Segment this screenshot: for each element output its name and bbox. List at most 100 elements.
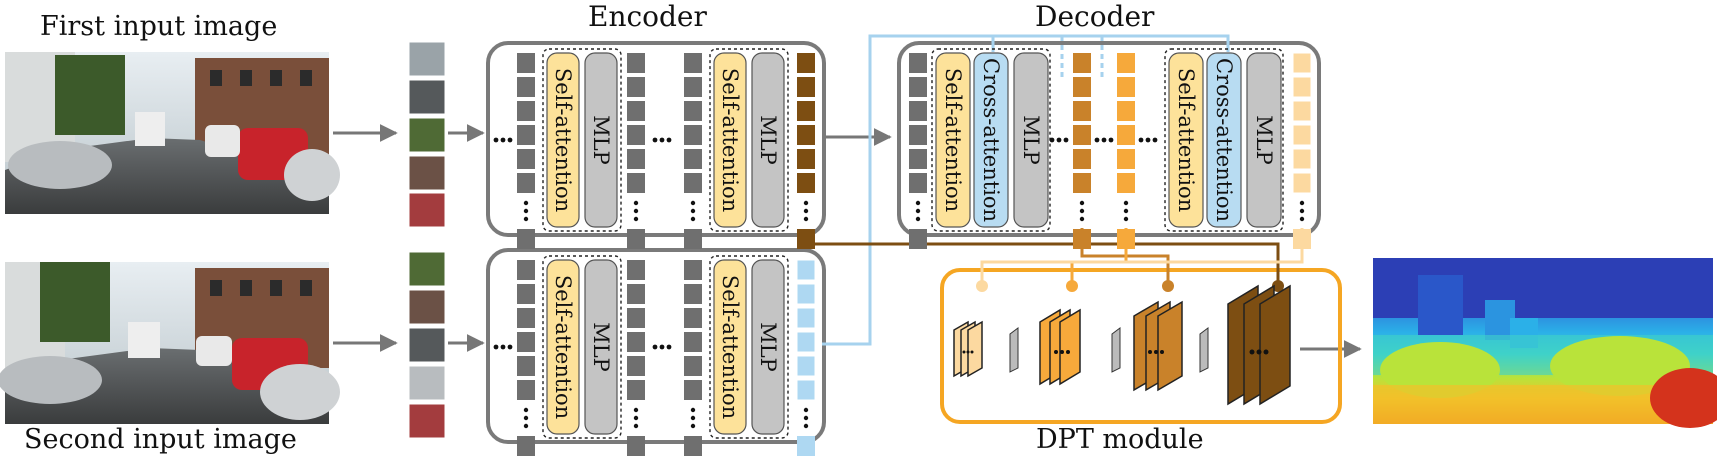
decoder-output-tokens-dot — [1299, 216, 1305, 222]
decoder-input-tokens-token — [909, 125, 927, 145]
decoder-mlp-1-label: MLP — [1019, 115, 1043, 165]
encoder1-ellipsis — [500, 137, 506, 143]
encoder1-ellipsis — [493, 137, 499, 143]
decoder-input-tokens-token — [909, 229, 927, 249]
decoder-output-tokens-token — [1292, 100, 1312, 122]
encoder1-mid-tokens-2-dot — [690, 208, 696, 214]
second-input-label: Second input image — [24, 424, 297, 455]
encoder1-layer1-group — [542, 48, 622, 232]
encoder2-input-tokens-token — [517, 284, 535, 304]
encoder2-output-tokens-token — [796, 283, 816, 305]
dpt-title: DPT module — [1036, 424, 1204, 455]
decoder-mid-tokens-2-token — [1117, 229, 1135, 249]
decoder-input-tokens-token — [909, 173, 927, 193]
first-input-label: First input image — [40, 11, 278, 42]
encoder1-self-attention-2-label: Self-attention — [718, 68, 742, 212]
decoder-cross-attention-2-label: Cross-attention — [1212, 58, 1236, 222]
decoder-mid-tokens-1-token — [1073, 77, 1091, 97]
decoder-mid-tokens-1-token — [1073, 53, 1091, 73]
encoder2-self-attention-1-label: Self-attention — [551, 275, 575, 419]
encoder2-ellipsis — [666, 344, 672, 350]
encoder2-mid-tokens-token — [627, 284, 645, 304]
encoder2-input-tokens-dot — [523, 407, 529, 413]
encoder2-self-attention-2 — [713, 259, 747, 435]
encoder2-output-tokens-dot — [803, 407, 809, 413]
decoder-mid-tokens-1-token — [1073, 125, 1091, 145]
decoder-mid-tokens-2-token — [1117, 77, 1135, 97]
encoder1-output-tokens-dot — [803, 208, 809, 214]
decoder-output-tokens-token — [1292, 52, 1312, 74]
encoder1-output-tokens-token — [797, 149, 815, 169]
decoder-output-tokens-dot — [1299, 208, 1305, 214]
encoder2-mid-tokens-token — [627, 332, 645, 352]
decoder-mid-tokens-1-dot — [1079, 216, 1085, 222]
encoder1-mid-tokens-token — [627, 77, 645, 97]
decoder-cross-attention-2 — [1206, 52, 1242, 228]
encoder2-output-tokens-token — [796, 259, 816, 281]
encoder1-input-tokens-token — [517, 53, 535, 73]
decoder-cross-attention-1 — [973, 52, 1009, 228]
encoder1-mlp-1 — [584, 52, 618, 228]
encoder1-output-tokens-token — [797, 173, 815, 193]
decoder-mlp-2-label: MLP — [1252, 115, 1276, 165]
encoder1-mid-tokens-2-token — [684, 229, 702, 249]
encoder2-ellipsis — [493, 344, 499, 350]
dpt-feature-stage-1 — [953, 320, 983, 378]
decoder-mid-tokens-1-token — [1073, 173, 1091, 193]
encoder2-self-attention-1 — [546, 259, 580, 435]
encoder1-input-tokens-token — [517, 101, 535, 121]
encoder2-output-tokens-token — [796, 355, 816, 377]
encoder2-input-tokens-token — [517, 260, 535, 280]
decoder-ellipsis — [1145, 137, 1151, 143]
encoder1-ellipsis — [507, 137, 513, 143]
encoder2-mid-tokens-2-dot — [690, 407, 696, 413]
encoder2-output-tokens-token — [796, 331, 816, 353]
encoder2-mid-tokens-token — [627, 380, 645, 400]
decoder-ellipsis — [1101, 137, 1107, 143]
encoder1-mid-tokens-2-dot — [690, 200, 696, 206]
encoder-box-1 — [486, 41, 826, 237]
decoder-ellipsis — [1108, 137, 1114, 143]
decoder-output-tokens-token — [1292, 76, 1312, 98]
decoder-mlp-1 — [1013, 52, 1049, 228]
encoder1-input-tokens-token — [517, 229, 535, 249]
encoder2-input-tokens-token — [517, 332, 535, 352]
dpt-fusion-2 — [1111, 327, 1121, 373]
patches-image-1 — [408, 41, 446, 228]
encoder2-input-tokens-token — [517, 308, 535, 328]
decoder-input-tokens-token — [909, 77, 927, 97]
encoder2-self-attention-2-label: Self-attention — [718, 275, 742, 419]
encoder1-mid-tokens-2-token — [684, 125, 702, 145]
encoder2-mid-tokens-2-token — [684, 260, 702, 280]
encoder2-mid-tokens-2-dot — [690, 423, 696, 429]
encoder2-mid-tokens-token — [627, 436, 645, 456]
decoder-mid-tokens-1-token — [1073, 149, 1091, 169]
encoder2-mid-tokens-2-token — [684, 284, 702, 304]
decoder-mid-tokens-1-dot — [1079, 200, 1085, 206]
encoder2-layer1-group — [542, 255, 622, 439]
dpt-reassemble-dots — [976, 280, 1284, 292]
first-input-photo — [5, 52, 340, 214]
decoder-output-tokens-token — [1292, 124, 1312, 146]
encoder1-output-tokens-token — [797, 101, 815, 121]
decoder-cross-attention-1-label: Cross-attention — [979, 58, 1003, 222]
encoder1-mid-tokens-token — [627, 149, 645, 169]
encoder2-output-tokens-token — [796, 379, 816, 401]
encoder1-mid-tokens-2-token — [684, 53, 702, 73]
encoder2-output-tokens-dot — [803, 423, 809, 429]
encoder1-mid-tokens-2-token — [684, 149, 702, 169]
dpt-fusion-1 — [1009, 327, 1019, 373]
decoder-mid-tokens-2-token — [1117, 125, 1135, 145]
encoder2-mid-tokens-dot — [633, 423, 639, 429]
dpt-feature-stage-4 — [1227, 284, 1291, 406]
encoder2-mid-tokens-token — [627, 260, 645, 280]
encoder2-output-tokens-token — [796, 307, 816, 329]
encoder1-mid-tokens-2-token — [684, 77, 702, 97]
decoder-ellipsis — [1049, 137, 1055, 143]
encoder2-mid-tokens-2-token — [684, 308, 702, 328]
encoder2-output-tokens-token — [797, 436, 815, 456]
transformer-blocks: Self-attention MLP Self-attention MLP Self-a… — [493, 48, 1312, 456]
encoder1-input-tokens-token — [517, 125, 535, 145]
encoder2-mid-tokens-2-token — [684, 332, 702, 352]
